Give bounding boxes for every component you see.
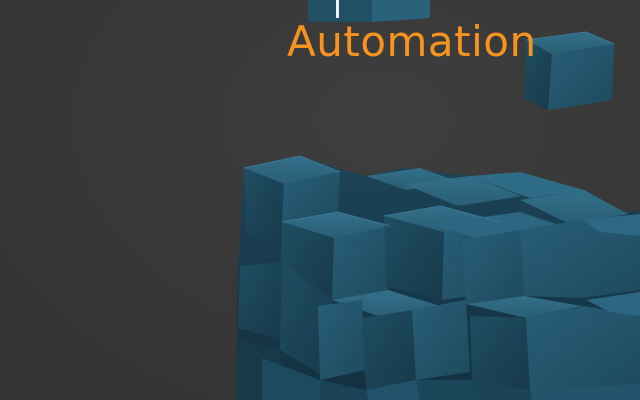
cube-cluster — [236, 31, 640, 400]
text-caret — [336, 0, 339, 18]
hero-title: Automation — [287, 17, 537, 66]
floating-cube-right — [524, 32, 614, 110]
floating-cube-top — [308, 0, 430, 22]
